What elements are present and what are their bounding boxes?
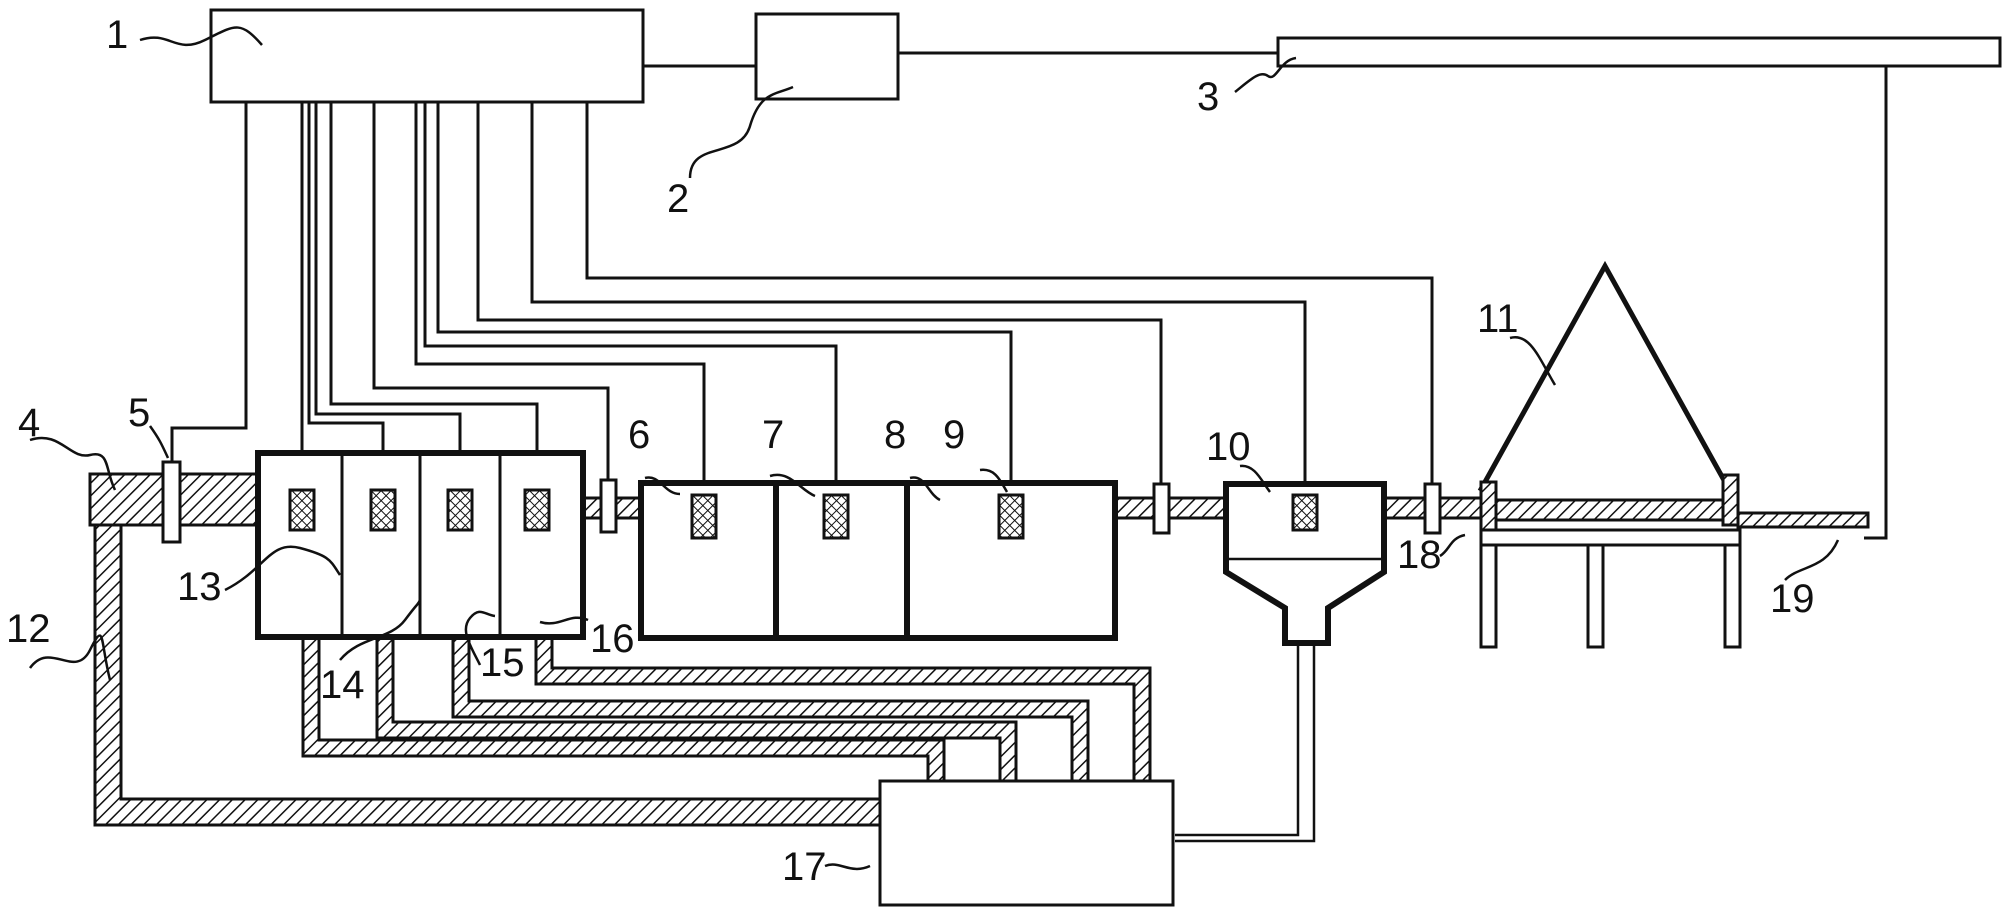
label-10: 10 (1206, 425, 1251, 469)
leader-8 (909, 476, 941, 502)
leader-10 (1239, 464, 1271, 493)
wire-sensor-pipe-a (372, 102, 610, 480)
leg-right (1723, 543, 1742, 649)
sensor-18 (1423, 482, 1442, 535)
rail-3 (1276, 36, 2002, 68)
label-2: 2 (667, 177, 689, 221)
leader-3 (1234, 56, 1297, 93)
roof-11 (1477, 260, 1733, 493)
label-6: 6 (628, 413, 650, 457)
settling-tank-10 (1223, 481, 1387, 646)
label-3: 3 (1197, 75, 1219, 119)
bed-pipe-11 (1479, 498, 1730, 522)
probe-16 (523, 488, 551, 532)
leg-left (1479, 543, 1498, 649)
tank-bank-6-9 (638, 480, 1118, 641)
wire-tank-9 (436, 102, 1013, 495)
unit-2-box (754, 12, 900, 101)
label-16: 16 (590, 617, 635, 661)
sensor-pipe-a (599, 478, 618, 534)
label-13: 13 (177, 565, 222, 609)
probe-7 (822, 493, 850, 540)
wire-3-19 (1864, 66, 1888, 540)
label-19: 19 (1770, 577, 1815, 621)
platform-11 (1479, 528, 1742, 547)
wire-tank-14 (307, 102, 385, 490)
leader-2 (688, 85, 794, 179)
leader-5 (148, 425, 170, 459)
label-4: 4 (18, 401, 40, 445)
leader-17 (824, 863, 871, 871)
probe-10 (1291, 493, 1319, 532)
label-15: 15 (480, 641, 525, 685)
leg-mid (1586, 543, 1605, 649)
label-11: 11 (1477, 297, 1519, 341)
wire-sensor-5 (170, 102, 248, 462)
wall-right-11 (1721, 473, 1740, 527)
label-14: 14 (320, 663, 365, 707)
label-9: 9 (943, 413, 965, 457)
label-18: 18 (1397, 533, 1442, 577)
probe-14 (369, 488, 397, 532)
leader-4 (29, 436, 117, 491)
sensor-pipe-b (1152, 482, 1171, 535)
leader-19 (1784, 539, 1840, 581)
label-5: 5 (128, 391, 150, 435)
leader-11 (1509, 335, 1557, 386)
outlet-19 (1736, 511, 1870, 529)
wire-sensor-pipe-b (476, 102, 1163, 484)
probe-6 (690, 493, 718, 540)
label-8: 8 (884, 413, 906, 457)
leader-15 (464, 610, 496, 666)
leader-6 (644, 476, 681, 496)
leader-16 (539, 616, 589, 625)
wire-sensor-18 (585, 102, 1434, 484)
probe-9 (997, 493, 1025, 540)
probe-15 (446, 488, 474, 532)
drain-pipe-10 (1175, 643, 1316, 843)
wire-tank-7 (423, 102, 838, 495)
label-1: 1 (106, 13, 128, 57)
wire-tank-6 (414, 102, 706, 495)
label-12: 12 (6, 607, 51, 651)
wire-tank-10 (530, 102, 1307, 495)
wall-left-11 (1479, 480, 1498, 532)
leader-9 (979, 468, 1009, 493)
leader-12 (28, 634, 112, 681)
probe-13 (288, 488, 316, 532)
leader-7 (769, 473, 816, 498)
leader-13 (224, 545, 342, 592)
leader-1 (139, 26, 263, 47)
leader-18 (1439, 533, 1466, 558)
label-7: 7 (762, 413, 784, 457)
sensor-5 (161, 460, 182, 544)
label-17: 17 (782, 845, 827, 889)
collection-tank-17 (878, 779, 1175, 907)
wire-tank-16 (329, 102, 539, 490)
controller-box (209, 8, 645, 104)
leader-14 (339, 599, 422, 661)
